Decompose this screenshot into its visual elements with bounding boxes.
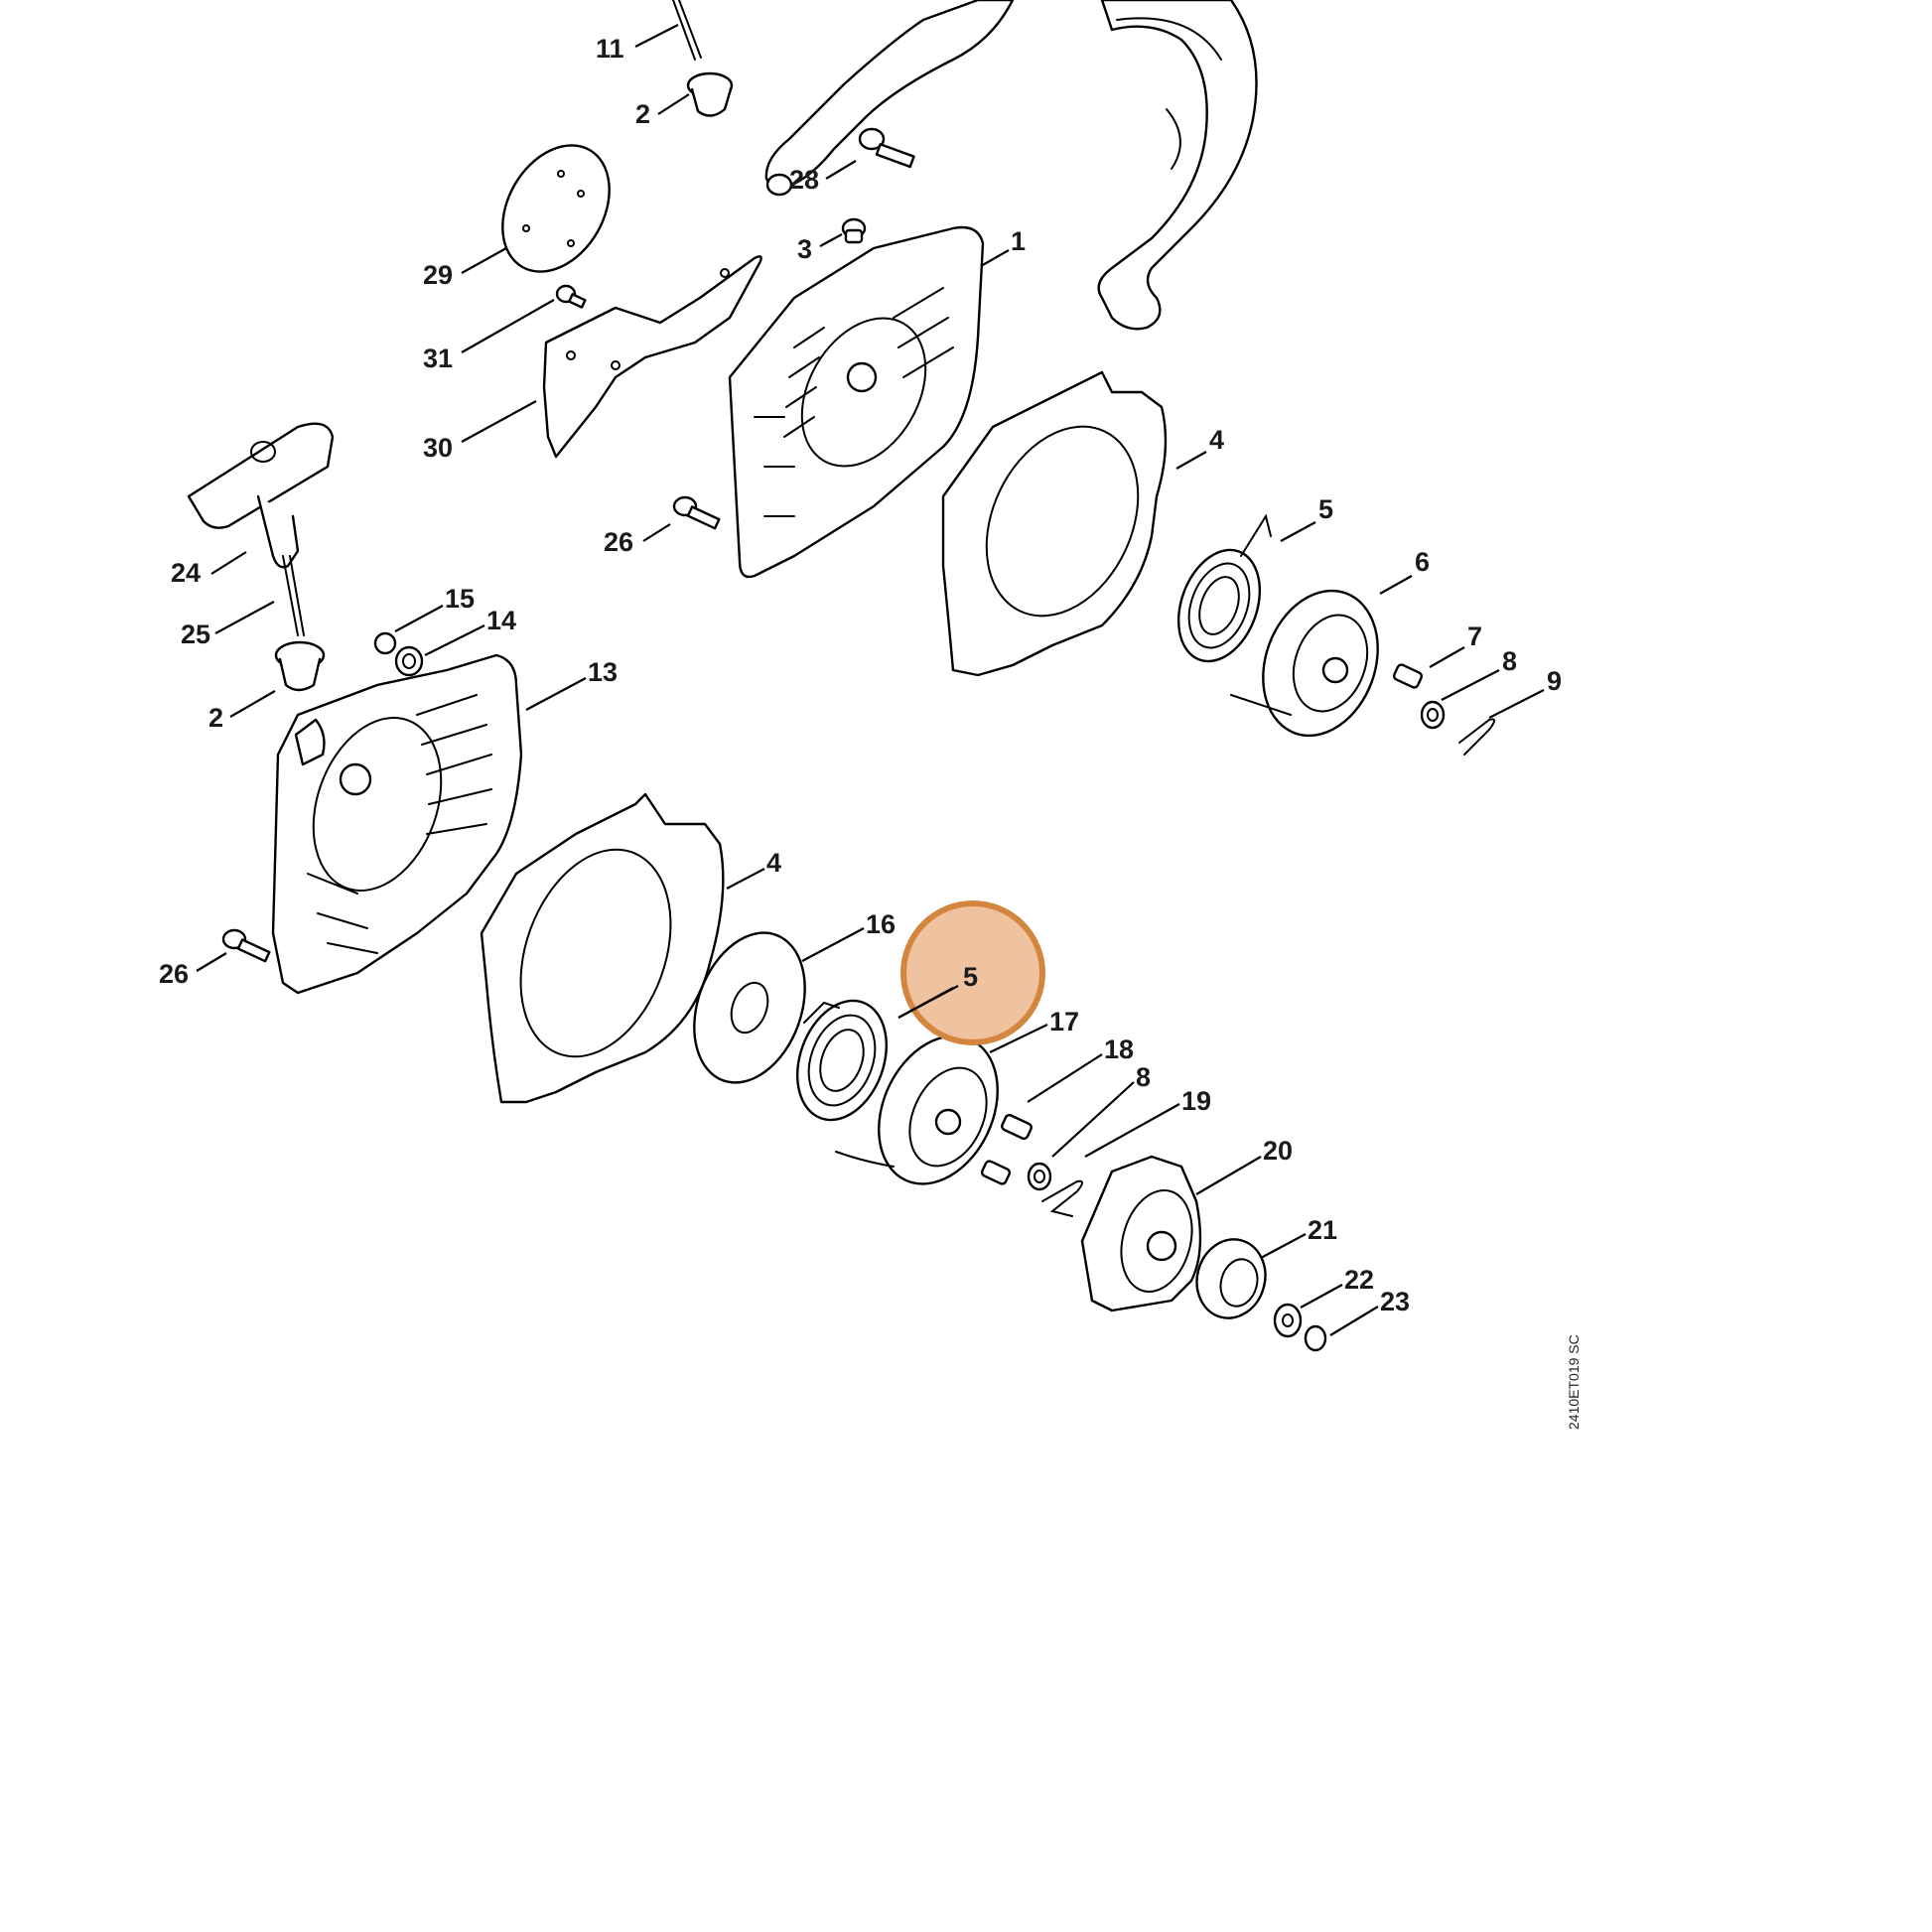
part-26-screw-top <box>672 495 721 530</box>
callout-2-lower: 2 <box>208 703 223 733</box>
callout-1: 1 <box>1011 226 1026 256</box>
part-30-plate <box>542 255 762 459</box>
part-24-starter-grip <box>187 422 335 569</box>
callout-4-top: 4 <box>1209 425 1224 455</box>
part-18-pin <box>1001 1113 1033 1141</box>
callout-9: 9 <box>1547 666 1562 696</box>
callout-28: 28 <box>789 165 819 195</box>
highlight-label: 5 <box>963 962 978 992</box>
callout-6: 6 <box>1415 547 1430 577</box>
callout-29: 29 <box>423 260 453 290</box>
part-29-disc <box>501 144 611 273</box>
part-17-rope-rotor <box>835 1035 999 1185</box>
part-7-pin <box>1392 663 1424 689</box>
callout-labels: 11 2 28 3 1 29 31 30 4 5 6 7 8 9 24 26 1… <box>159 34 1562 1316</box>
callout-25: 25 <box>181 620 210 649</box>
callout-8-top: 8 <box>1502 646 1517 676</box>
part-13-fan-housing <box>271 653 523 995</box>
part-8-washer-lower <box>1027 1162 1052 1191</box>
callout-31: 31 <box>423 344 453 373</box>
part-31-screw <box>555 284 587 309</box>
part-hand-guard <box>764 0 1258 331</box>
part-pawl <box>980 1160 1012 1185</box>
part-6-rope-rotor <box>1230 589 1379 738</box>
part-4-shroud-top <box>941 370 1168 677</box>
part-8-washer-top <box>1420 700 1446 730</box>
part-22-washer <box>1273 1303 1303 1338</box>
callout-23: 23 <box>1380 1287 1410 1316</box>
callout-13: 13 <box>588 657 618 687</box>
part-2-grommet-lower <box>274 640 326 692</box>
part-14-washer <box>394 645 424 677</box>
callout-22: 22 <box>1344 1265 1374 1295</box>
callout-26-lower: 26 <box>159 959 189 989</box>
part-3-stud <box>841 217 867 244</box>
part-15-screw <box>373 631 397 655</box>
part-28-screw <box>858 127 915 169</box>
part-21-starter-cup <box>1195 1238 1267 1319</box>
callout-11: 11 <box>596 34 624 64</box>
leader-lines <box>196 24 1545 1336</box>
callout-18: 18 <box>1104 1035 1134 1064</box>
highlight-marker <box>900 900 1045 1045</box>
callout-2-top: 2 <box>635 99 650 129</box>
part-11-cord <box>672 0 702 61</box>
callout-15: 15 <box>445 584 475 614</box>
part-26-screw-lower <box>221 928 271 963</box>
callout-21: 21 <box>1308 1215 1337 1245</box>
drawing-code: 2410ET019 SC <box>1566 1334 1582 1430</box>
part-2-grommet-top <box>686 71 734 117</box>
part-1-fan-housing <box>728 225 985 579</box>
callout-16: 16 <box>866 909 896 939</box>
callout-19: 19 <box>1181 1086 1211 1116</box>
part-20-housing <box>1080 1155 1202 1312</box>
callout-4-lower: 4 <box>766 848 781 878</box>
part-5-spring-lower <box>795 999 889 1122</box>
part-5-spring-top <box>1176 513 1272 663</box>
callout-14: 14 <box>486 606 516 635</box>
callout-5-top: 5 <box>1318 494 1333 524</box>
callout-3: 3 <box>797 234 812 264</box>
part-9-spring-clip <box>1458 718 1495 756</box>
callout-7: 7 <box>1467 621 1482 651</box>
callout-8-lower: 8 <box>1136 1062 1151 1092</box>
callout-17: 17 <box>1049 1007 1079 1036</box>
callout-20: 20 <box>1263 1136 1293 1166</box>
part-25-rope <box>282 555 305 636</box>
part-23-nut <box>1304 1324 1327 1352</box>
callout-30: 30 <box>423 433 453 463</box>
part-4-shroud-lower <box>480 792 725 1104</box>
callout-26-top: 26 <box>604 527 633 557</box>
callout-24: 24 <box>171 558 201 588</box>
part-16-washer-disc <box>693 931 806 1084</box>
part-19-spring-clip <box>1041 1179 1083 1217</box>
